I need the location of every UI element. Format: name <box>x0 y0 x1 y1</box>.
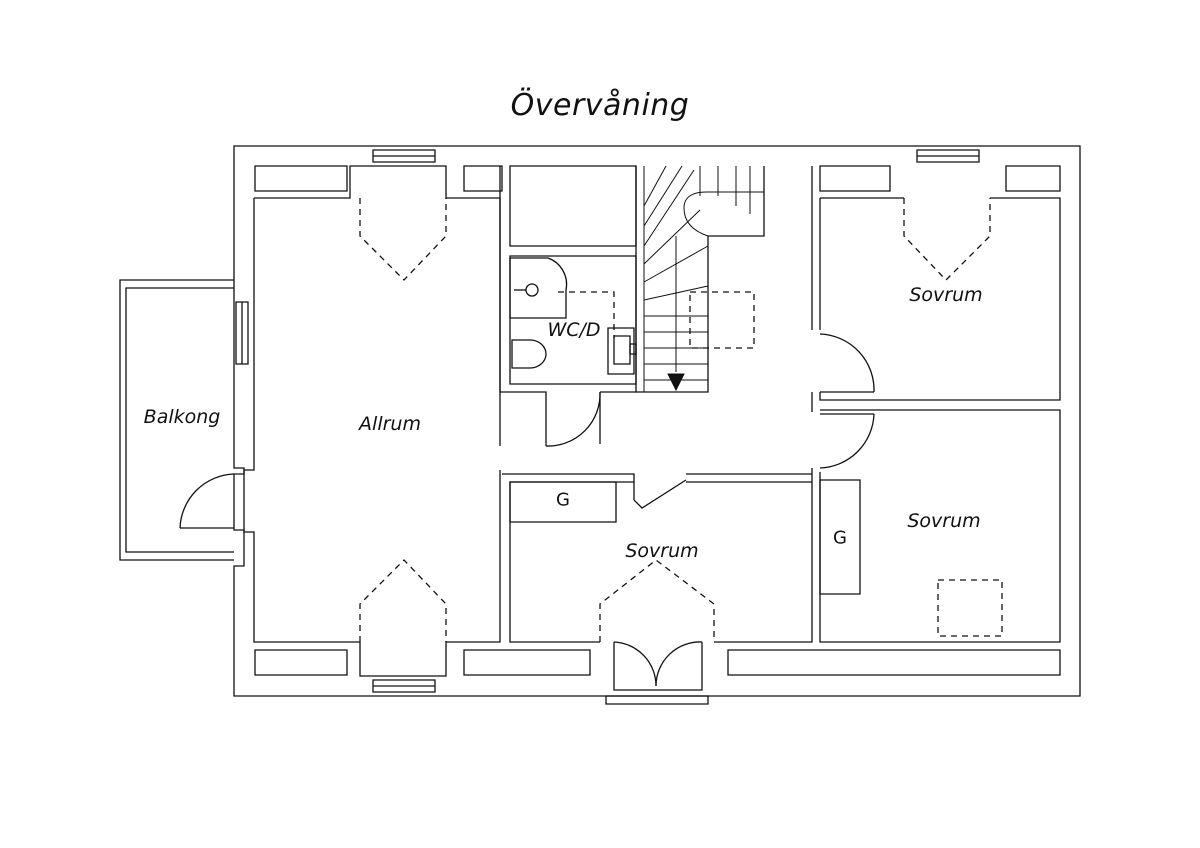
right-rooms <box>502 166 1060 642</box>
room-label-balkong: Balkong <box>143 406 221 428</box>
center-core <box>500 166 764 446</box>
plan-title: Övervåning <box>510 88 690 123</box>
room-label-wc: WC/D <box>547 319 601 341</box>
sink <box>608 328 636 374</box>
shower <box>510 258 567 318</box>
room-label-sovrum-bottom-center: Sovrum <box>625 540 699 562</box>
room-label-sovrum-bottom-right: Sovrum <box>907 510 981 532</box>
outer-walls <box>234 146 1080 696</box>
windows <box>236 150 979 704</box>
staircase <box>644 166 764 392</box>
room-label-allrum: Allrum <box>359 413 421 435</box>
dormer-outlines <box>360 198 1002 642</box>
closet-label-right: G <box>833 527 847 549</box>
balcony <box>120 280 234 560</box>
closet-label-center: G <box>556 489 570 511</box>
room-label-sovrum-top-right: Sovrum <box>909 284 983 306</box>
wall-niches <box>255 166 1060 675</box>
doors <box>180 334 874 690</box>
toilet <box>512 340 546 368</box>
